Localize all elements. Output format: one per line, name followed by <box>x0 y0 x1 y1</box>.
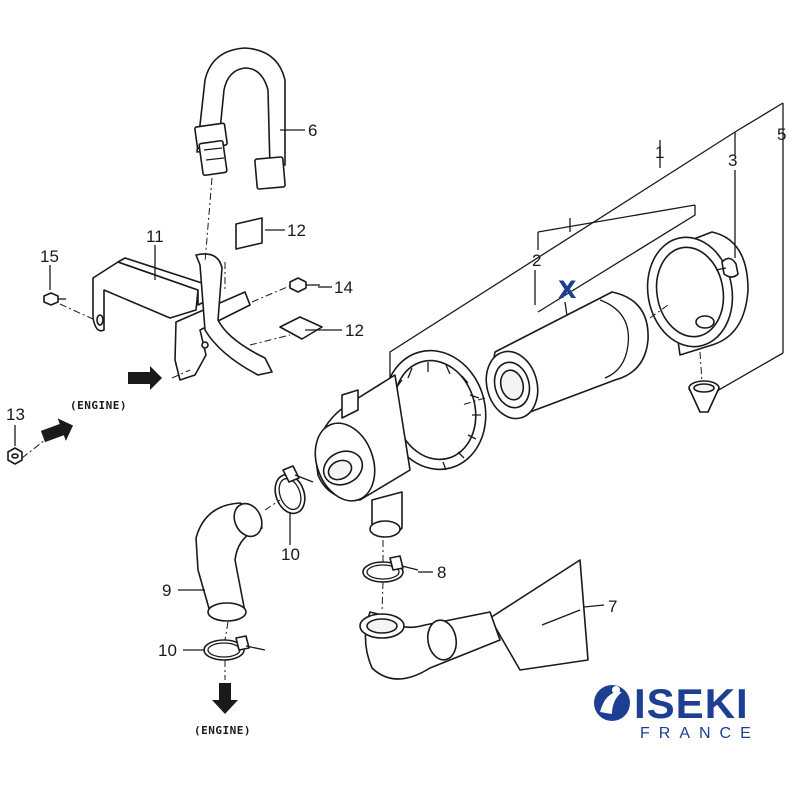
brand-subtitle: FRANCE <box>640 725 760 742</box>
engine-label-bottom: (ENGINE) <box>194 724 251 737</box>
callout-2: 2 <box>532 251 541 270</box>
iseki-logo: ISEKI FRANCE <box>594 680 760 742</box>
shim-12-upper <box>235 217 263 250</box>
callout-7: 7 <box>608 597 617 616</box>
iseki-emblem-icon <box>594 685 630 721</box>
mounting-bracket <box>92 253 273 381</box>
filter-cover <box>646 231 749 356</box>
strap-band <box>194 47 286 190</box>
shim-12-lower <box>279 316 323 340</box>
bolt-14 <box>289 277 320 293</box>
nut-13 <box>7 447 23 465</box>
engine-label-left: (ENGINE) <box>70 399 127 412</box>
callout-12-upper: 12 <box>287 221 306 240</box>
callout-labels: 1 2 3 5 6 7 8 9 10 10 11 12 12 13 14 15 <box>6 121 786 660</box>
hose-clamp-8 <box>362 555 419 583</box>
callout-10-upper: 10 <box>281 545 300 564</box>
callout-3: 3 <box>728 151 737 170</box>
assembly-centerlines <box>21 177 703 680</box>
callout-10-lower: 10 <box>158 641 177 660</box>
engine-arrow-13 <box>40 418 74 443</box>
callout-1: 1 <box>655 143 664 162</box>
callout-15: 15 <box>40 247 59 266</box>
callout-5: 5 <box>777 125 786 144</box>
x-marker: X <box>558 276 577 304</box>
callout-13: 13 <box>6 405 25 424</box>
engine-arrow-left <box>128 366 162 390</box>
callout-11: 11 <box>146 227 164 246</box>
outlet-pipe <box>359 559 589 680</box>
hose-clamp-10-lower <box>203 635 266 661</box>
callout-12-lower: 12 <box>345 321 364 340</box>
callout-6: 6 <box>308 121 317 140</box>
bolt-15 <box>43 292 66 306</box>
hose-clamp-10-upper <box>274 465 314 515</box>
callout-9: 9 <box>162 581 171 600</box>
callout-8: 8 <box>437 563 446 582</box>
brand-name: ISEKI <box>634 680 749 727</box>
dust-valve <box>688 380 720 413</box>
intake-hose <box>195 502 263 622</box>
engine-arrow-bottom <box>212 683 238 714</box>
air-cleaner-body <box>314 349 487 538</box>
filter-element <box>485 291 649 420</box>
leader-lines <box>14 129 736 651</box>
callout-14: 14 <box>334 278 353 297</box>
